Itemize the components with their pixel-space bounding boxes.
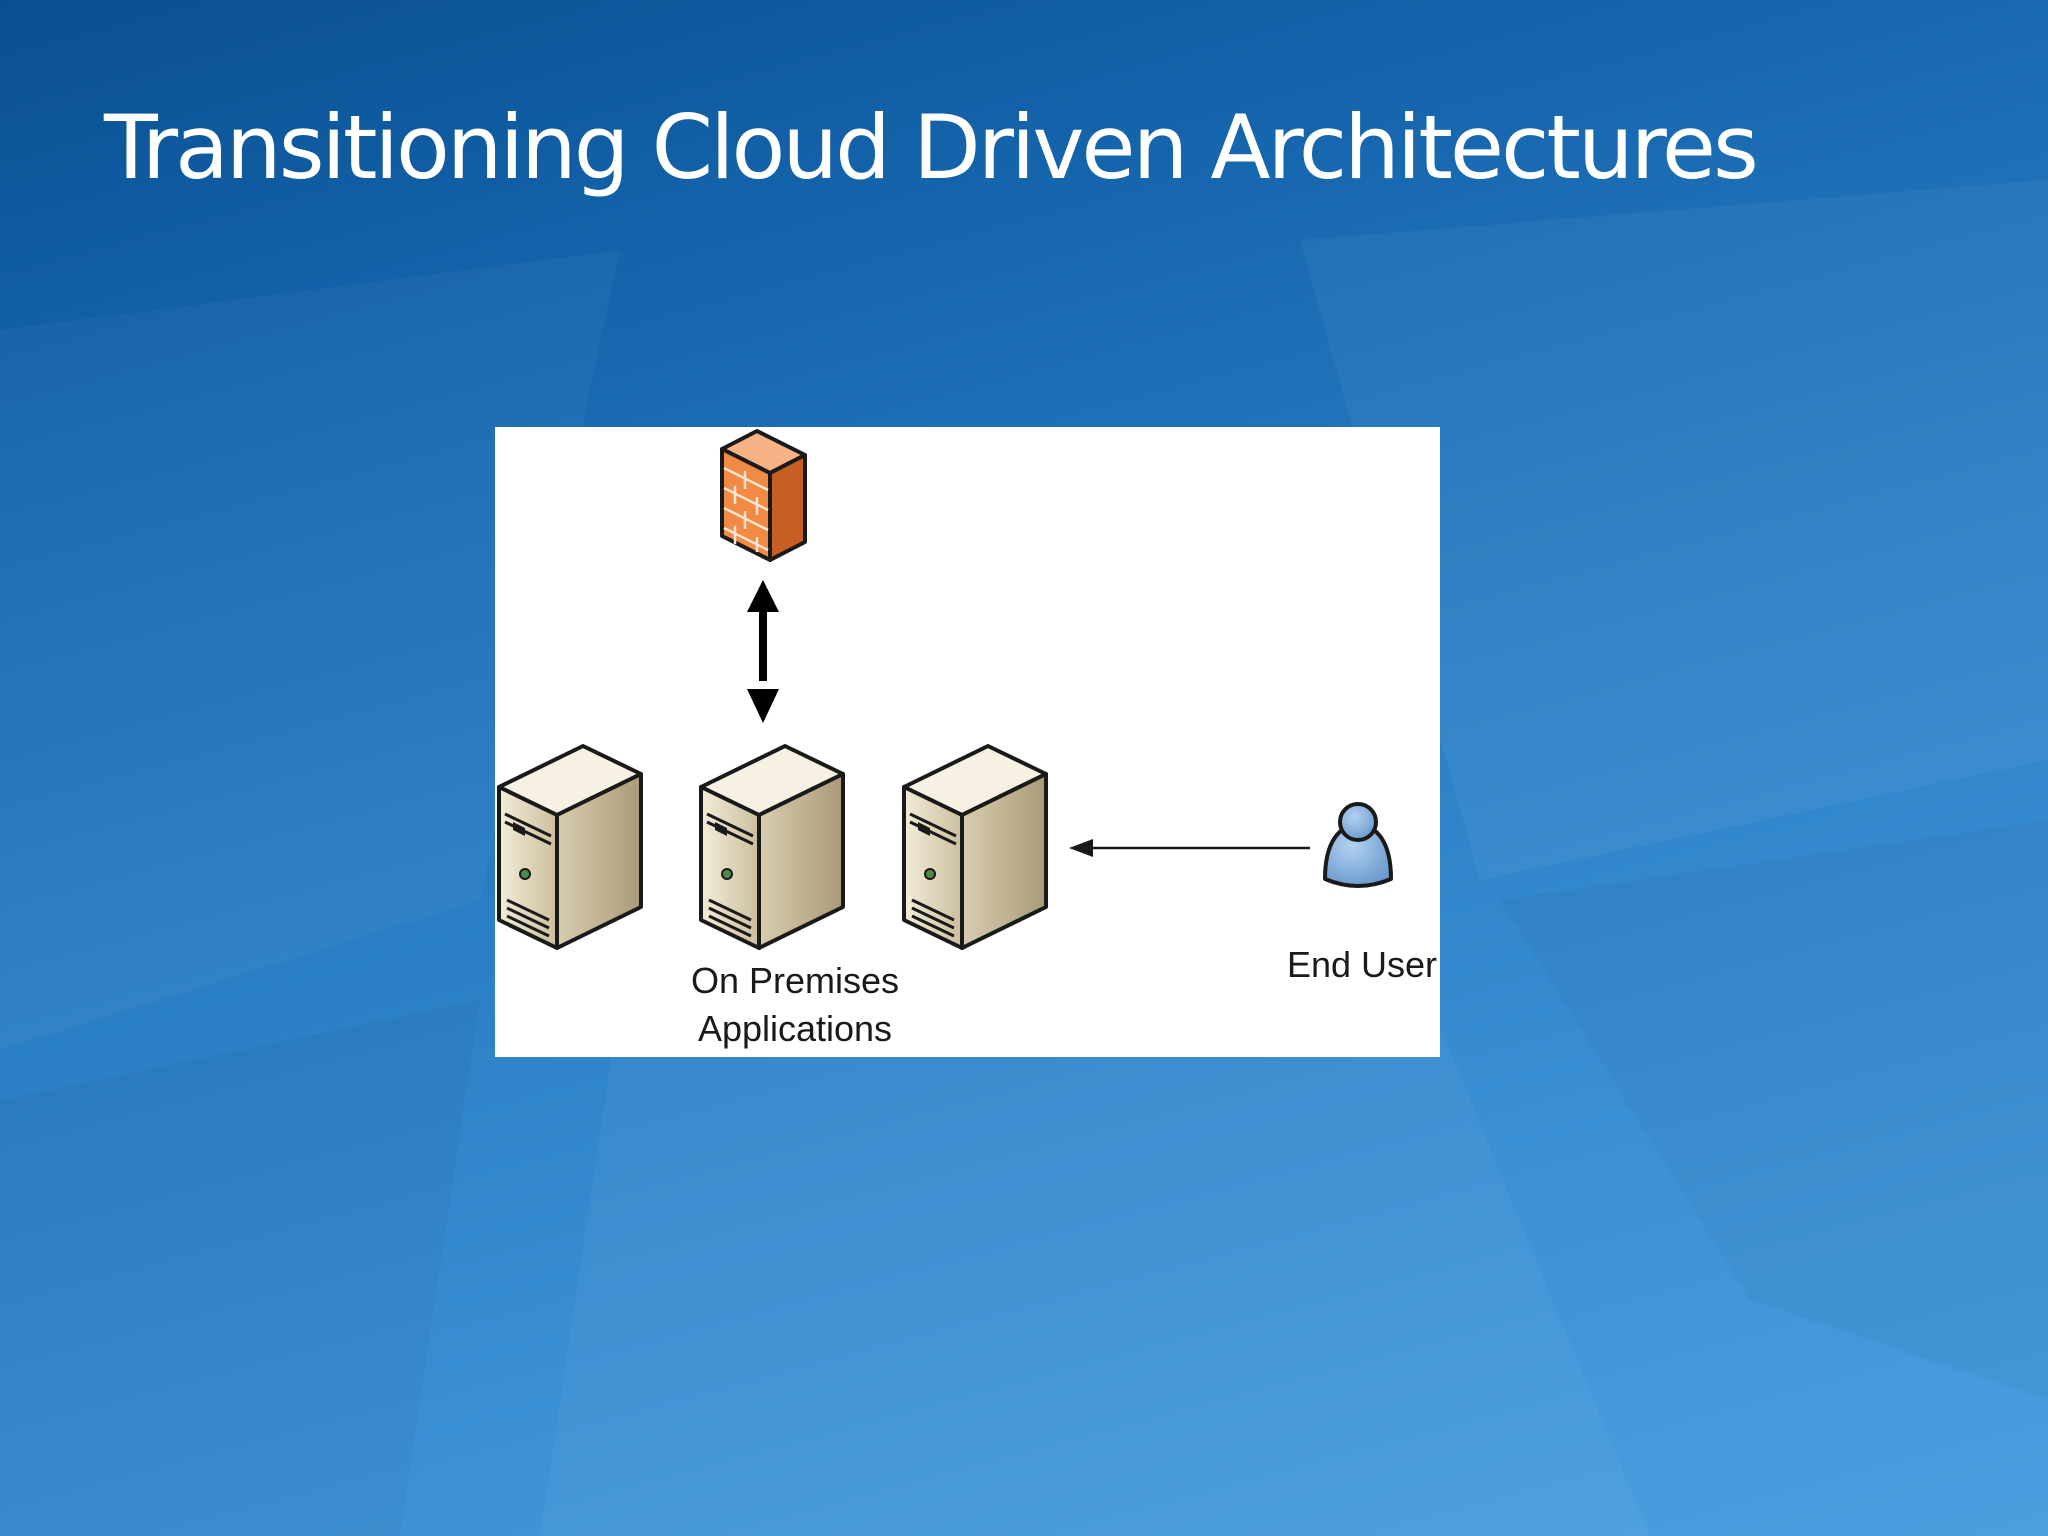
servers-label-line2: Applications — [697, 1008, 893, 1049]
end-user-label: End User — [1286, 944, 1438, 985]
server-icon-left — [497, 744, 643, 950]
diagram-canvas — [497, 429, 1393, 950]
server-icon-right — [902, 744, 1048, 950]
servers-label-line1: On Premises — [690, 960, 900, 1001]
slide-title: Transitioning Cloud Driven Architectures — [104, 96, 1759, 199]
firewall-icon — [720, 429, 807, 562]
bidirectional-arrow — [747, 580, 779, 723]
servers-label: On Premises Applications — [655, 957, 935, 1053]
architecture-diagram: On Premises Applications End User — [495, 427, 1440, 1057]
user-icon — [1323, 802, 1393, 888]
server-icon-center — [699, 744, 845, 950]
request-arrow — [1069, 839, 1310, 857]
